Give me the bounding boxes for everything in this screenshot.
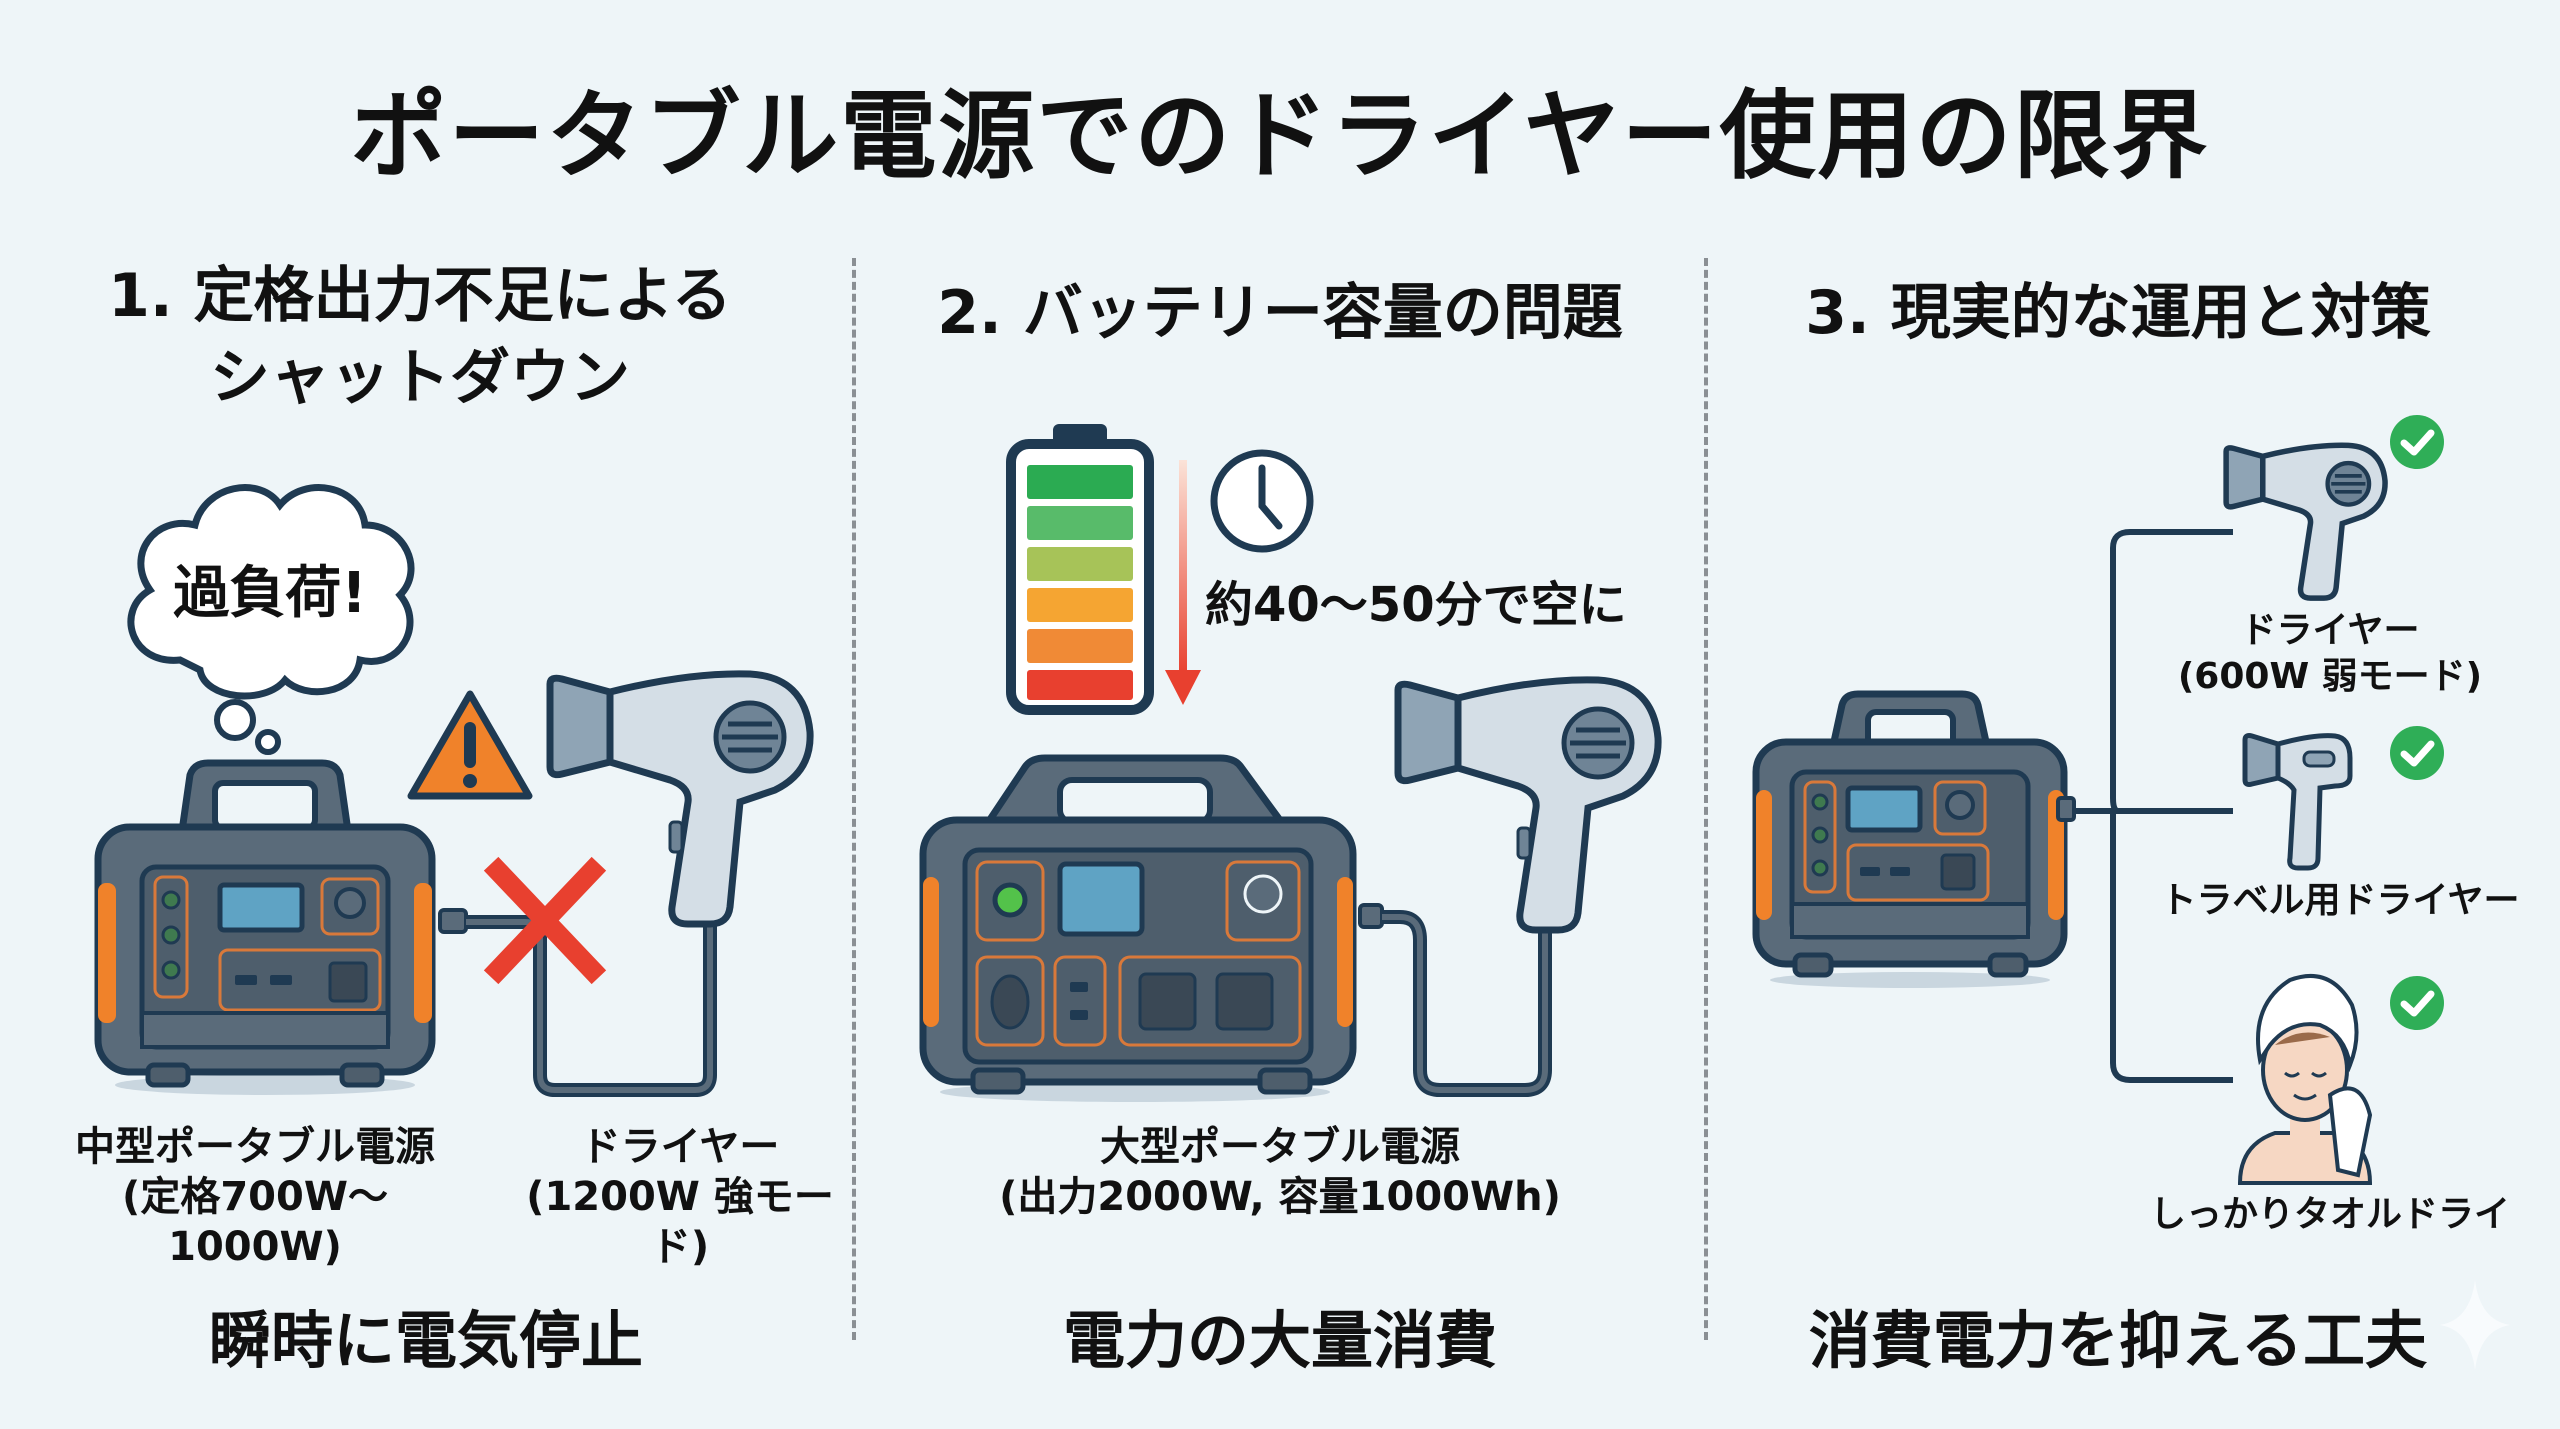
option-label: しっかりタオルドライ — [2149, 1194, 2510, 1235]
power-station-icon — [919, 754, 1357, 1102]
check-icon — [2390, 726, 2444, 780]
red-x-icon — [483, 856, 607, 985]
travel-dryer-icon — [2242, 733, 2353, 871]
down-arrow-icon — [1165, 460, 1201, 705]
option-label: トラベル用ドライヤー — [2160, 880, 2520, 921]
power-cable — [1358, 895, 1552, 1097]
thought-bubble-icon — [127, 484, 415, 755]
device-name: 中型ポータブル電源 — [75, 1124, 435, 1170]
check-icon — [2390, 415, 2444, 469]
section-conclusion: 瞬時に電気停止 — [208, 1304, 643, 1377]
device-spec: (定格700W～1000W) — [122, 1174, 388, 1270]
hair-dryer-icon — [1394, 676, 1662, 934]
warning-triangle-icon — [407, 690, 533, 800]
option-name: ドライヤー — [2240, 610, 2420, 651]
section-title: 1. 定格出力不足による シャットダウン — [40, 255, 800, 419]
section-divider — [1704, 258, 1708, 1340]
towel-dry-person-icon — [2237, 973, 2373, 1185]
overload-text: 過負荷! — [173, 561, 367, 626]
clock-icon — [1210, 449, 1314, 553]
option-sub: (600W 弱モード) — [2177, 656, 2483, 697]
check-icon — [2390, 976, 2444, 1030]
device-label: 大型ポータブル電源 (出力2000W, 容量1000Wh) — [856, 1122, 1704, 1222]
power-station-icon — [1752, 690, 2068, 988]
dryer-name: ドライヤー — [580, 1124, 780, 1170]
hair-dryer-icon — [2223, 442, 2388, 601]
section-conclusion: 電力の大量消費 — [1062, 1304, 1497, 1377]
branch-cable — [2056, 529, 2233, 1083]
power-station-icon — [94, 759, 436, 1095]
drain-time-text: 約40～50分で空に — [1205, 577, 1627, 633]
device-name: 大型ポータブル電源 — [1100, 1124, 1460, 1170]
sparkle-icon — [2440, 1280, 2510, 1370]
section-divider — [852, 258, 856, 1340]
dryer-label: ドライヤー (1200W 強モード) — [500, 1122, 860, 1272]
section-title-line1: 1. 定格出力不足による — [108, 261, 732, 331]
device-spec: (出力2000W, 容量1000Wh) — [999, 1174, 1561, 1220]
device-label: 中型ポータブル電源 (定格700W～1000W) — [40, 1122, 470, 1272]
section-title: 3. 現実的な運用と対策 — [1805, 278, 2431, 348]
battery-icon — [1006, 424, 1154, 715]
option-label: ドライヤー (600W 弱モード) — [2130, 608, 2530, 700]
hair-dryer-icon — [546, 670, 814, 928]
section-conclusion: 消費電力を抑える工夫 — [1808, 1304, 2428, 1377]
section-title-line2: シャットダウン — [210, 343, 630, 413]
dryer-spec: (1200W 強モード) — [526, 1174, 834, 1270]
page-title: ポータブル電源でのドライヤー使用の限界 — [350, 80, 2210, 192]
section-title: 2. バッテリー容量の問題 — [937, 278, 1623, 348]
